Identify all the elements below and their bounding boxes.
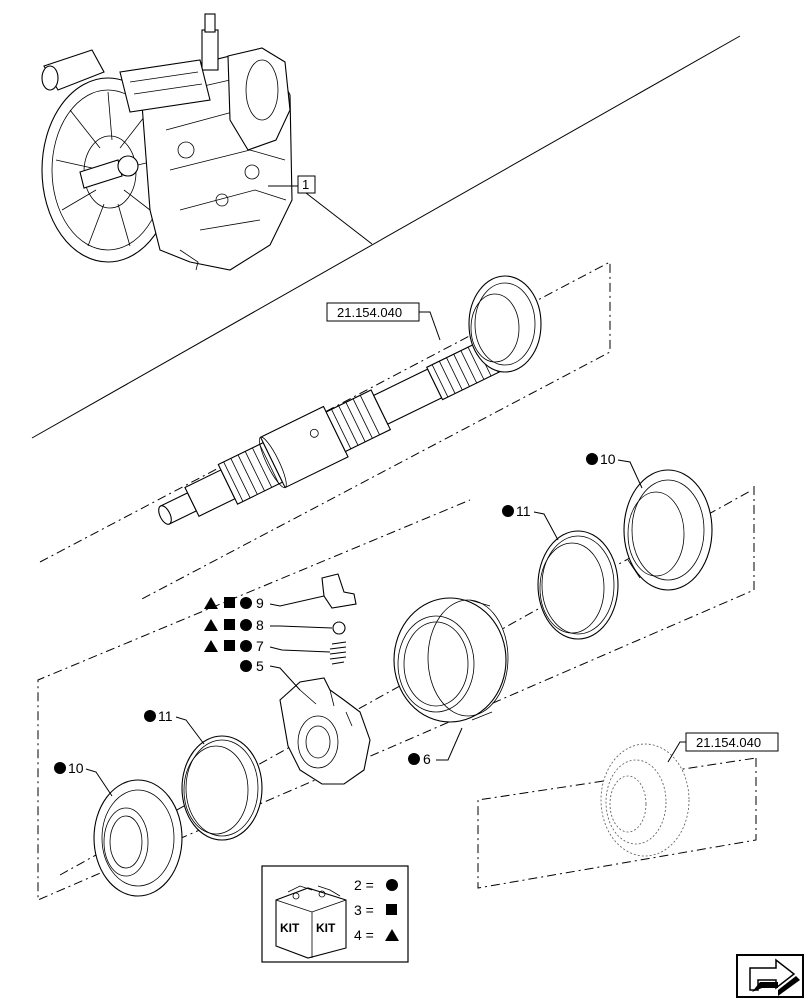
kit-label: KIT <box>316 921 336 935</box>
gear-ref-boundary <box>477 757 757 889</box>
callout-number: 8 <box>256 617 264 633</box>
legend-row-triangle: 4 = <box>354 927 374 943</box>
reference-gear[interactable] <box>600 743 690 857</box>
detent-spring[interactable] <box>329 641 347 665</box>
callout-synchro-left: 11 <box>144 708 205 745</box>
callout-number: 1 <box>302 177 309 192</box>
legend-row-square: 3 = <box>354 902 374 918</box>
synchro-ring-left[interactable] <box>181 735 263 841</box>
kit-legend: KIT KIT 2 = 3 = 4 = <box>261 865 409 963</box>
callout-number: 5 <box>256 658 264 674</box>
callout-number: 6 <box>423 751 431 767</box>
synchro-boundary <box>37 486 755 901</box>
callout-transmission[interactable]: 1 <box>268 175 373 245</box>
callout-number: 7 <box>256 638 264 654</box>
callout-synchro-right: 11 <box>502 503 559 541</box>
separator-line <box>31 35 741 439</box>
callout-hub: 5 <box>240 658 301 691</box>
legend-row-circle: 2 = <box>354 877 374 893</box>
callout-number: 9 <box>256 595 264 611</box>
kit-box-icon: KIT KIT <box>275 885 347 959</box>
callout-spring: 7 <box>204 638 331 654</box>
shaft-boundary <box>39 261 611 601</box>
callout-ball: 8 <box>204 617 333 633</box>
triangle-symbol-icon <box>385 929 399 941</box>
reference-box-gear[interactable]: 21.154.040 <box>667 732 779 763</box>
kit-label: KIT <box>280 921 300 935</box>
reference-code: 21.154.040 <box>337 305 402 320</box>
circle-symbol-icon <box>386 879 398 891</box>
callout-number: 10 <box>68 760 84 776</box>
reference-code: 21.154.040 <box>696 735 761 750</box>
synchro-ring-right[interactable] <box>537 530 619 640</box>
callout-clip: 9 <box>204 595 325 611</box>
ring-gear-left[interactable] <box>93 779 183 897</box>
transmission-assembly[interactable] <box>41 13 293 271</box>
detent-clip[interactable] <box>321 573 357 609</box>
callout-number: 11 <box>158 708 173 724</box>
synchro-hub[interactable] <box>279 677 371 785</box>
callout-number: 10 <box>600 451 616 467</box>
callout-sleeve: 6 <box>408 727 463 767</box>
sliding-sleeve[interactable] <box>393 597 509 723</box>
detent-ball[interactable] <box>332 621 346 635</box>
main-shaft[interactable] <box>148 275 542 542</box>
callout-number: 11 <box>516 503 531 519</box>
square-symbol-icon <box>386 904 397 915</box>
callout-ring-gear-right: 10 <box>586 451 643 489</box>
reference-box-shaft[interactable]: 21.154.040 <box>326 302 441 341</box>
callout-ring-gear-left: 10 <box>54 760 113 797</box>
ring-gear-right[interactable] <box>623 469 713 591</box>
next-page-arrow-icon[interactable] <box>736 954 804 998</box>
